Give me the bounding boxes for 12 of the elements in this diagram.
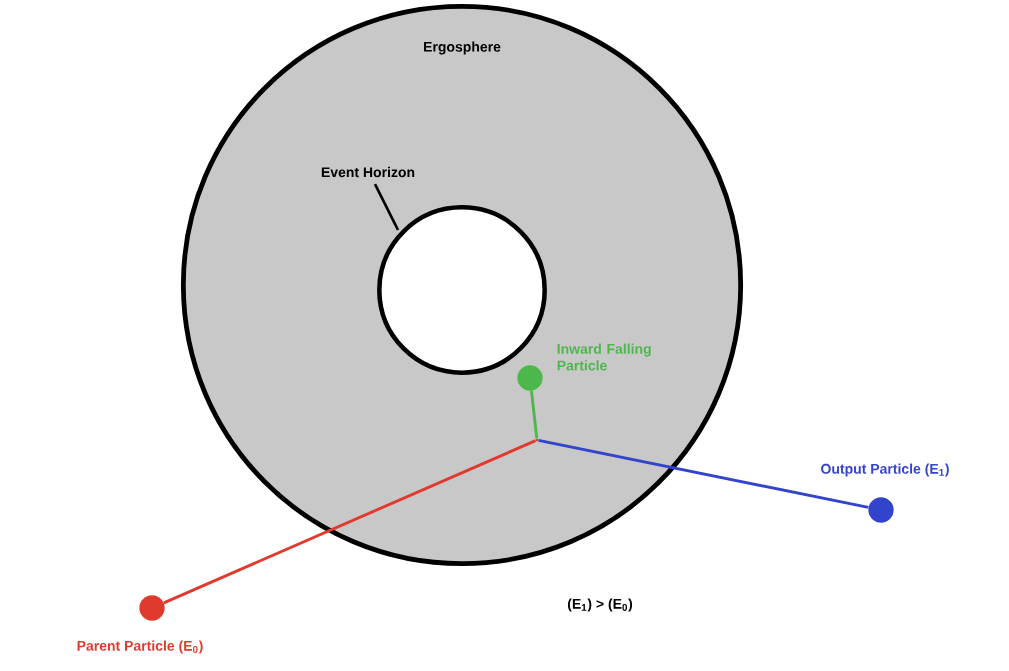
region-label: Event Horizon: [321, 166, 415, 178]
particle-label: Output Particle (E$_{1}$): [821, 463, 949, 477]
collision-point: [535, 438, 539, 442]
particle-path: [538, 438, 869, 509]
region-label: Ergosphere: [424, 41, 501, 55]
event-horizon-circle: [377, 205, 547, 375]
particle-label: Inward Falling Particle: [557, 343, 651, 371]
leader-line: [373, 183, 400, 231]
particle-path: [530, 390, 539, 439]
particle-label: Parent Particle (E$_{0}$): [77, 640, 203, 654]
particle-path: [163, 439, 537, 605]
inequality-label: (E$_{1}$) > (E$_{0}$): [567, 598, 633, 612]
